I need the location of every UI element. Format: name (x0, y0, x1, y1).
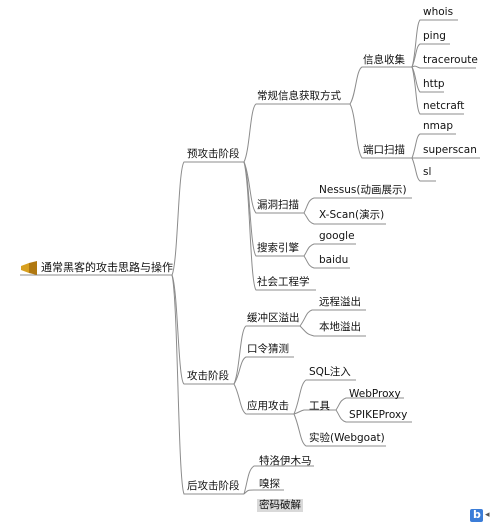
node-info-collect[interactable]: 信息收集 (363, 54, 405, 66)
node-social-engineering[interactable]: 社会工程学 (257, 276, 310, 288)
node-buffer-overflow[interactable]: 缓冲区溢出 (247, 312, 300, 324)
leaf-trojan[interactable]: 特洛伊木马 (259, 455, 312, 467)
node-password-guess[interactable]: 口令猜测 (247, 343, 289, 355)
collapse-icon[interactable]: ◂ (485, 510, 490, 520)
leaf-nessus[interactable]: Nessus(动画展示) (319, 184, 407, 196)
leaf-password-crack[interactable]: 密码破解 (257, 499, 303, 512)
leaf-http[interactable]: http (423, 78, 445, 90)
leaf-sql-injection[interactable]: SQL注入 (309, 366, 351, 378)
leaf-webproxy[interactable]: WebProxy (349, 388, 401, 400)
leaf-sl[interactable]: sl (423, 166, 432, 178)
leaf-nmap[interactable]: nmap (423, 120, 453, 132)
leaf-traceroute[interactable]: traceroute (423, 54, 478, 66)
node-port-scan[interactable]: 端口扫描 (363, 144, 405, 156)
leaf-local-overflow[interactable]: 本地溢出 (319, 321, 361, 333)
leaf-sniffing[interactable]: 嗅探 (259, 478, 280, 490)
share-icon[interactable] (470, 508, 483, 522)
node-app-attack[interactable]: 应用攻击 (247, 400, 289, 412)
leaf-spikeproxy[interactable]: SPIKEProxy (349, 409, 408, 421)
leaf-webgoat[interactable]: 实验(Webgoat) (309, 432, 385, 444)
node-info-gathering[interactable]: 常规信息获取方式 (257, 90, 341, 102)
node-pre-attack[interactable]: 预攻击阶段 (187, 148, 240, 160)
leaf-ping[interactable]: ping (423, 30, 446, 42)
root-node[interactable]: 通常黑客的攻击思路与操作 (41, 261, 173, 274)
node-search-engine[interactable]: 搜索引擎 (257, 242, 299, 254)
leaf-baidu[interactable]: baidu (319, 254, 349, 266)
node-attack[interactable]: 攻击阶段 (187, 370, 229, 382)
node-tools[interactable]: 工具 (309, 400, 330, 412)
leaf-netcraft[interactable]: netcraft (423, 100, 465, 112)
leaf-whois[interactable]: whois (423, 6, 454, 18)
leaf-xscan[interactable]: X-Scan(演示) (319, 209, 385, 221)
leaf-superscan[interactable]: superscan (423, 144, 477, 156)
node-post-attack[interactable]: 后攻击阶段 (187, 480, 240, 492)
node-vuln-scan[interactable]: 漏洞扫描 (257, 199, 299, 211)
leaf-remote-overflow[interactable]: 远程溢出 (319, 296, 361, 308)
leaf-google[interactable]: google (319, 230, 355, 242)
horn-icon (20, 260, 40, 275)
